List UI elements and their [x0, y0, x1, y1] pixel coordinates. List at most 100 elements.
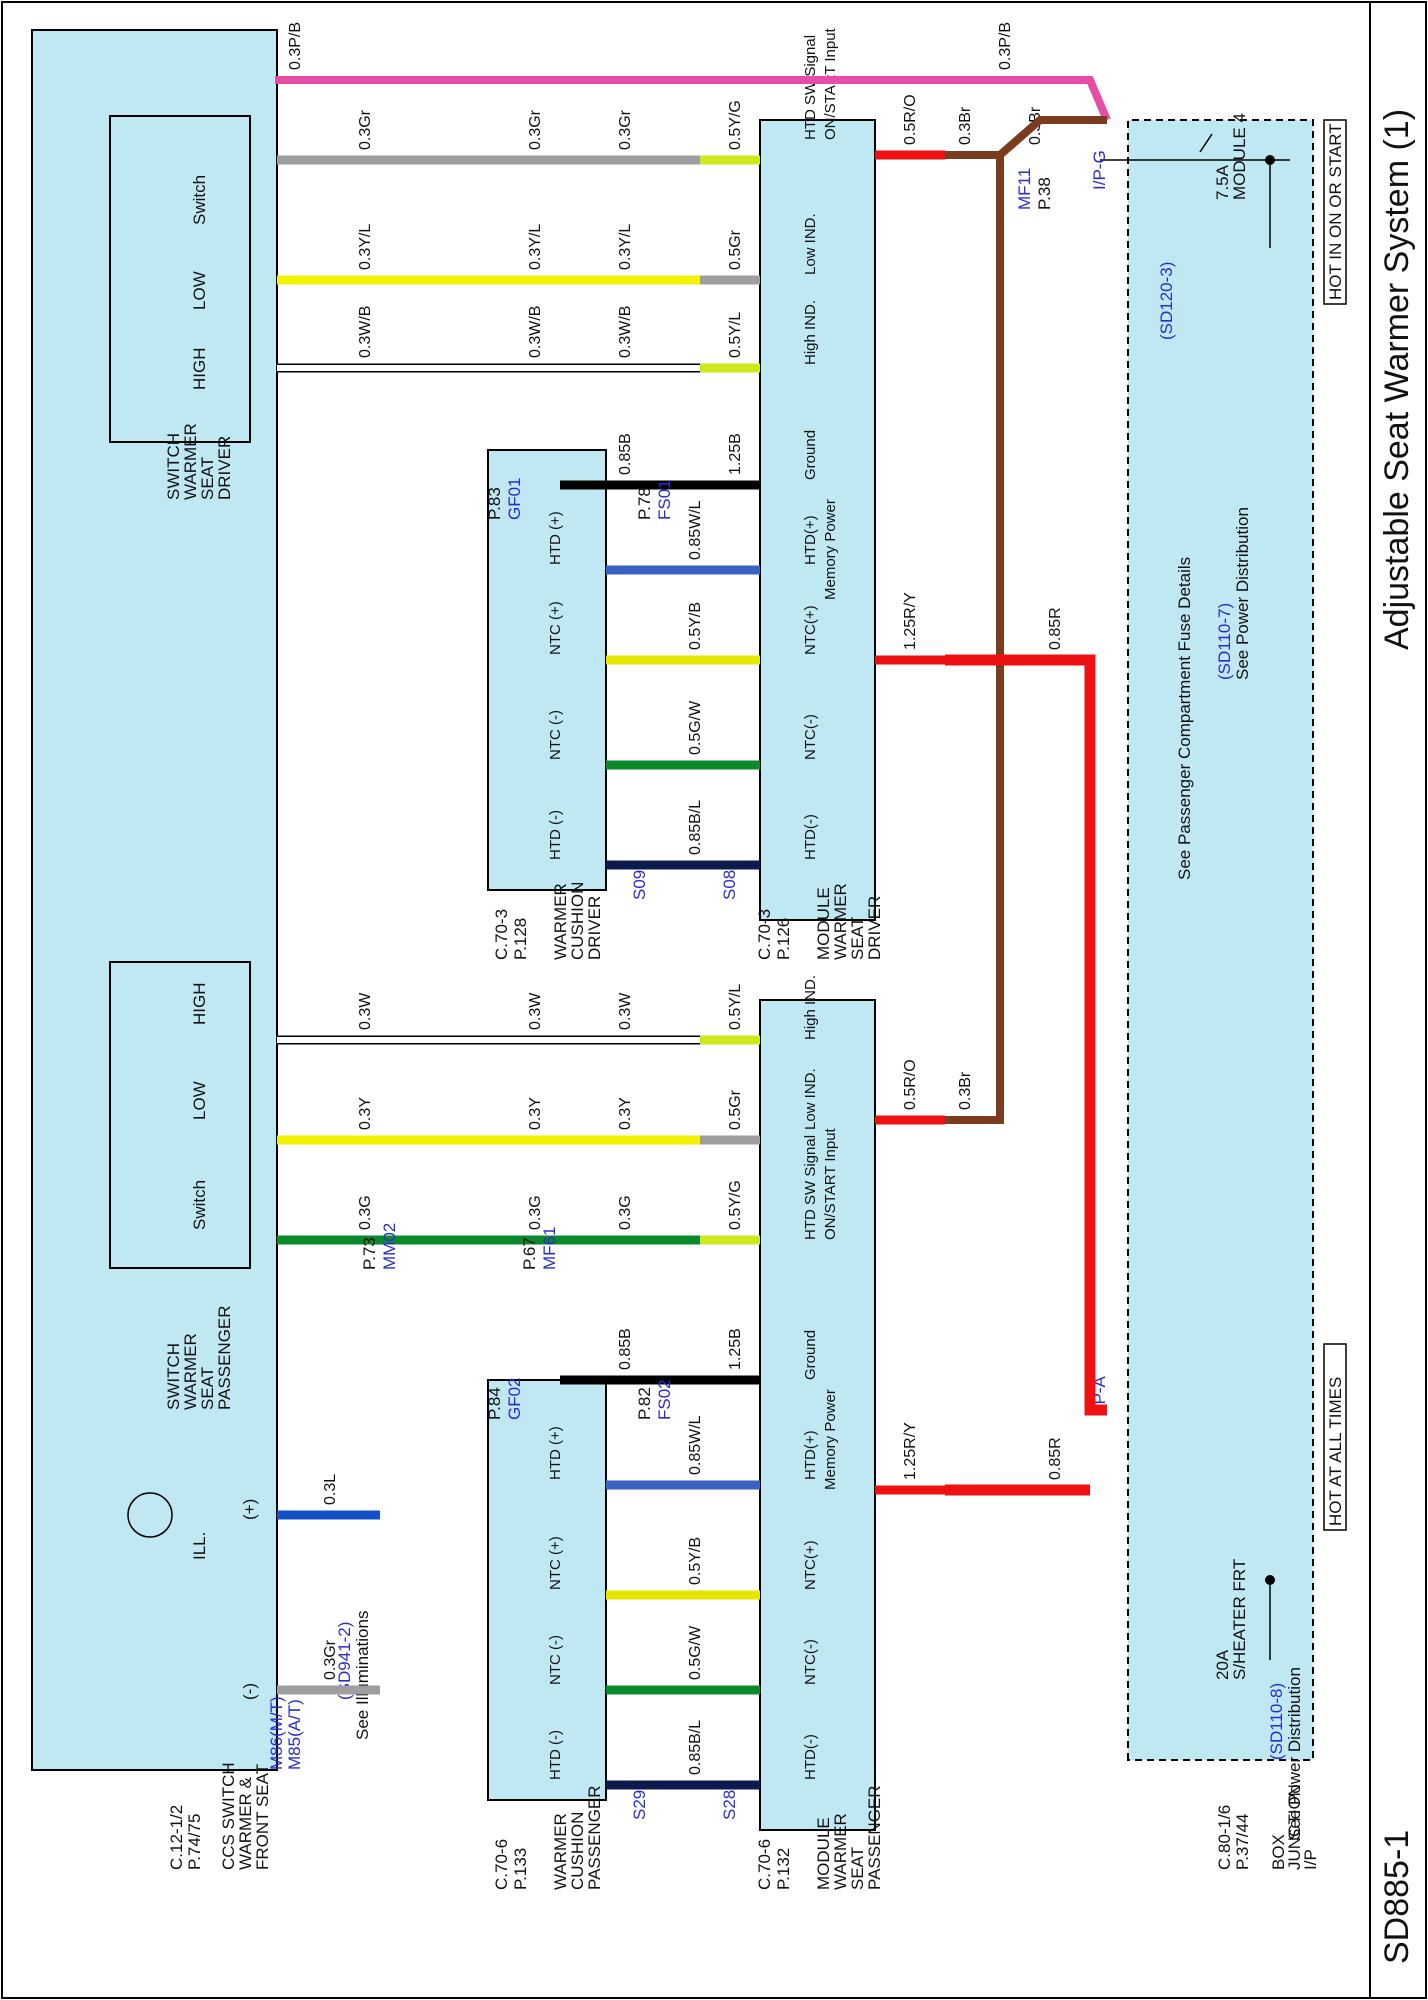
- d-pin-9: HTD(-): [802, 814, 819, 860]
- dsw-label-switch: Switch: [190, 175, 209, 225]
- p-pin-8: NTC(-): [802, 1639, 819, 1685]
- wl-dhigh-3: 0.5Y/L: [727, 312, 744, 358]
- dc-pin-1: NTC (+): [547, 601, 564, 655]
- d-pin-4: Ground: [802, 430, 819, 480]
- p-pin-9: HTD(-): [802, 1734, 819, 1780]
- d-module-ref-p: P.126: [774, 918, 793, 960]
- pc-name-1: PASSENGER: [585, 1785, 604, 1890]
- dsw-label-high: HIGH: [190, 348, 209, 391]
- conn-mf11-ref: P.38: [1035, 177, 1054, 210]
- p-pin-5: Memory Power: [822, 1389, 839, 1490]
- wl-dhigh-2: 0.3W/B: [617, 306, 634, 358]
- jb-ref-c: C.80-1/6: [1215, 1805, 1234, 1870]
- conn-mm02-ref: P.73: [360, 1237, 379, 1270]
- conn-fs01-ref: P.78: [635, 487, 654, 520]
- fuse2-name: S/HEATER FRT: [1230, 1559, 1249, 1680]
- wl-plow-1: 0.3Y: [527, 1097, 544, 1130]
- wl-pon: 0.5R/O: [902, 1059, 919, 1110]
- fuse1-rating: 7.5A: [1213, 164, 1232, 200]
- sw-ref-p: P.74/75: [185, 1814, 204, 1870]
- conn-s09: S09: [630, 870, 649, 900]
- wl-pon-br: 0.3Br: [957, 1071, 974, 1110]
- wire-br-to-passenger: [945, 280, 1004, 1124]
- wl-dsw-3: 0.5Y/G: [727, 100, 744, 150]
- psw-name-2: SEAT: [198, 1367, 217, 1410]
- wl-psw-0: 0.3G: [357, 1195, 374, 1230]
- driver-seat-warmer-switch: [109, 115, 251, 443]
- wire-d-on-br: [945, 151, 1004, 280]
- wl-phigh-0: 0.3W: [357, 992, 374, 1030]
- wl-ill-m: 0.3Gr: [322, 1639, 339, 1680]
- hot-run-box: [1323, 119, 1347, 305]
- sw-ref-c: C.12-1/2: [167, 1805, 186, 1870]
- wl-pmem-r: 0.85R: [1047, 1437, 1064, 1480]
- wl-psw-3: 0.5Y/G: [727, 1180, 744, 1230]
- d-module-name-2: SEAT: [848, 917, 867, 960]
- sw-name-2: WARMER &: [236, 1776, 255, 1870]
- d-pin-7: NTC(+): [802, 605, 819, 655]
- wire-br-feed: [997, 116, 1107, 159]
- wl-dlow-2: 0.3Y/L: [617, 224, 634, 270]
- d-module-ref-c: C.70-3: [755, 909, 774, 960]
- see2-label: See Passenger Compartment Fuse Details: [1175, 557, 1194, 880]
- wl-ill-p: 0.3L: [322, 1474, 339, 1505]
- psw-label-low: LOW: [190, 1081, 209, 1120]
- p-module-name-4: MODULE: [814, 1817, 833, 1890]
- dc-name-1: DRIVER: [585, 896, 604, 960]
- wire-red-085r: [945, 654, 1107, 1416]
- conn-s08: S08: [720, 870, 739, 900]
- d-pin-6: HTD(+): [802, 515, 819, 565]
- p-pin-1: Low IND.: [802, 1068, 819, 1130]
- passenger-cushion-warmer: [487, 1379, 607, 1801]
- sw-name-1: FRONT SEAT: [253, 1764, 272, 1870]
- p-module-name-1: PASSENGER: [865, 1785, 884, 1890]
- illumination-lamp-icon: [127, 1492, 173, 1538]
- conn-gf01-ref: P.83: [485, 487, 504, 520]
- see1-label: See Power Distribution: [1233, 507, 1252, 680]
- conn-gf01: GF01: [505, 477, 524, 520]
- wl-dsw-0: 0.3Gr: [357, 109, 374, 150]
- hot-all-label: HOT AT ALL TIMES: [1326, 1377, 1345, 1526]
- p-module-ref-p: P.132: [774, 1848, 793, 1890]
- pc-pin-3: HTD (-): [547, 1730, 564, 1780]
- wl-pntcp: 0.5Y/B: [687, 1537, 704, 1585]
- wl-phtdp: 0.85W/L: [687, 1415, 704, 1475]
- wl-dlow-0: 0.3Y/L: [357, 224, 374, 270]
- psw-label-high: HIGH: [190, 983, 209, 1026]
- ill-plus: (+): [240, 1499, 259, 1520]
- wl-pgnd-0: 0.85B: [617, 1328, 634, 1370]
- wl-dmem-r: 0.85R: [1047, 607, 1064, 650]
- see-ill: See Illuminations: [353, 1611, 372, 1740]
- wl-dhtdp: 0.85W/L: [687, 500, 704, 560]
- jb-ref-p: P.37/44: [1233, 1814, 1252, 1870]
- psw-name-4: SWITCH: [164, 1343, 183, 1410]
- conn-s29: S29: [630, 1790, 649, 1820]
- all-node: [1265, 1575, 1275, 1585]
- wl-dntcm: 0.5G/W: [687, 700, 704, 755]
- pc-ref-p: P.133: [511, 1848, 530, 1890]
- p-pin-7: NTC(+): [802, 1540, 819, 1590]
- jb-name-2: JUNCTION: [1285, 1784, 1304, 1870]
- see1-ref: (SD110-7): [1215, 603, 1234, 680]
- wl-top: 0.3P/B: [997, 22, 1014, 70]
- pc-ref-c: C.70-6: [492, 1839, 511, 1890]
- dsw-name-2: SEAT: [198, 457, 217, 500]
- conn-ip-g: I/P-G: [1090, 150, 1109, 190]
- p-pin-3: HTD SW Signal: [802, 1135, 819, 1240]
- wl-phtdm: 0.85B/L: [687, 1720, 704, 1775]
- dc-pin-3: HTD (-): [547, 810, 564, 860]
- p-pin-2: ON/START Input: [822, 1127, 839, 1240]
- see3-label: See Power Distribution: [1285, 1667, 1304, 1840]
- conn-fs01: FS01: [655, 479, 674, 520]
- dc-ref-c: C.70-3: [492, 909, 511, 960]
- pc-pin-2: NTC (-): [547, 1635, 564, 1685]
- conn-mm02: MM02: [380, 1223, 399, 1270]
- psw-label-switch: Switch: [190, 1180, 209, 1230]
- wl-dntcp: 0.5Y/B: [687, 602, 704, 650]
- dc-name-3: WARMER: [551, 883, 570, 960]
- conn-mf61-ref: P.67: [520, 1237, 539, 1270]
- wl-pgnd-1: 1.25B: [727, 1328, 744, 1370]
- conn-fs02: FS02: [655, 1379, 674, 1420]
